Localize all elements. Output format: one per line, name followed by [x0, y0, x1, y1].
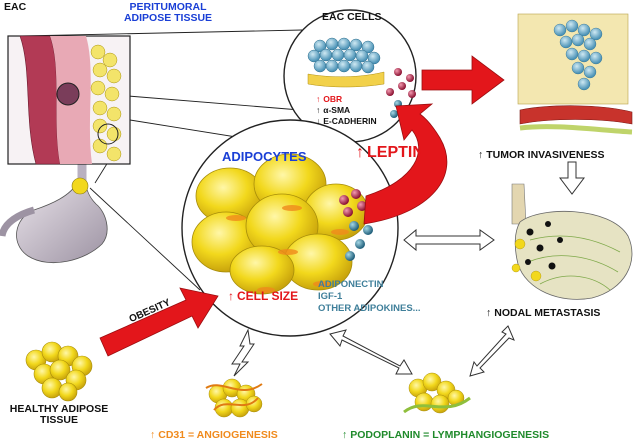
- peritumoral-line-1: PERITUMORAL: [129, 1, 207, 13]
- peritumoral-label: PERITUMORAL ADIPOSE TISSUE: [108, 1, 228, 25]
- angiogenesis-illustration: [205, 378, 263, 418]
- cell-size-label: CELL SIZE: [228, 290, 298, 303]
- double-arrows: [231, 161, 585, 377]
- lymphangiogenesis-illustration: [403, 372, 471, 414]
- leptin-curved-arrow: [363, 103, 448, 225]
- other-adipokines-label: OTHER ADIPOKINES...: [318, 303, 421, 314]
- adipocytes-circle: [181, 119, 399, 337]
- obesity-arrow: [99, 287, 219, 357]
- podoplanin-label: PODOPLANIN = LYMPHANGIOGENESIS: [342, 429, 549, 441]
- asma-label: α-SMA: [316, 106, 350, 115]
- healthy-adipose-line-2: TISSUE: [40, 414, 78, 427]
- peritumoral-line-2: ADIPOSE TISSUE: [123, 12, 213, 25]
- obr-label: OBR: [316, 95, 342, 104]
- tumor-invasion-illustration: [517, 13, 633, 135]
- nodal-metastasis-label: NODAL METASTASIS: [486, 307, 600, 319]
- healthy-adipose-line-1: HEALTHY ADIPOSE: [9, 403, 109, 415]
- eac-label: EAC: [4, 1, 27, 13]
- red-arrow-right: [421, 55, 505, 105]
- healthy-adipose-cluster: [25, 341, 93, 402]
- stomach-illustration: [0, 150, 108, 264]
- adipokine-molecules: [339, 189, 373, 261]
- eac-cells-label: EAC CELLS: [322, 11, 382, 23]
- healthy-adipose-label: HEALTHY ADIPOSE TISSUE: [6, 403, 112, 427]
- eac-zoom-box: [7, 35, 131, 165]
- adiponectin-label: ADIPONECTIN: [318, 279, 384, 290]
- adipocytes-label: ADIPOCYTES: [222, 149, 307, 164]
- leptin-label: LEPTIN: [356, 144, 424, 162]
- igf1-label: IGF-1: [318, 291, 343, 302]
- cd31-label: CD31 = ANGIOGENESIS: [150, 429, 278, 441]
- tumor-invasiveness-label: TUMOR INVASIVENESS: [478, 149, 604, 161]
- ecadherin-label: E-CADHERIN: [316, 117, 376, 126]
- nodal-metastasis-illustration: [511, 183, 633, 300]
